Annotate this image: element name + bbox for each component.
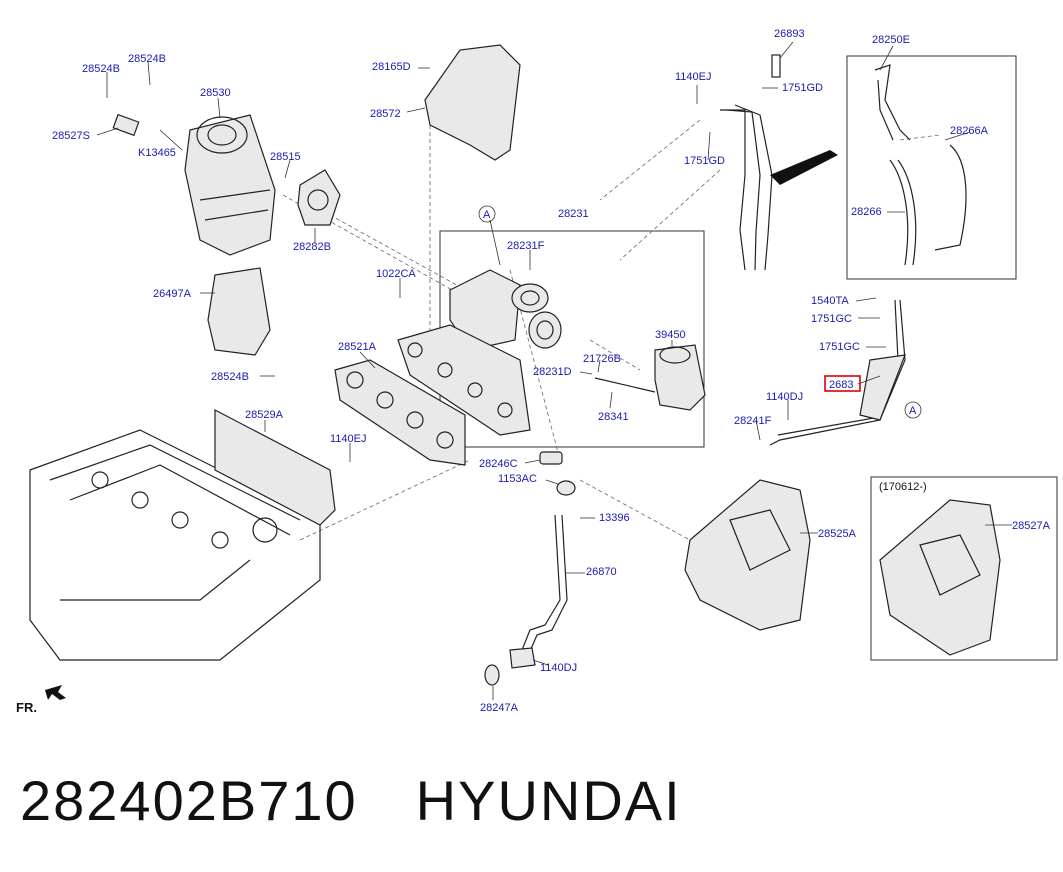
hose-group-frame [846, 55, 1017, 280]
label-1751gc: 1751GC [819, 341, 860, 353]
highlight-box-2683 [824, 375, 861, 392]
label-28524b: 28524B [211, 371, 249, 383]
label-28165d: 28165D [372, 61, 411, 73]
label-28282b: 28282B [293, 241, 331, 253]
label-1140ej: 1140EJ [675, 71, 712, 83]
label-28527a: 28527A [1012, 520, 1051, 532]
heat-shield-28525a [684, 479, 811, 631]
exhaust-turbo-parts-diagram: 28524B 28524B 28530 28527S K13465 28515 … [16, 28, 1058, 715]
coolant-pipe-upper [720, 104, 773, 271]
label-1751gd: 1751GD [684, 155, 725, 167]
assembly-guide-lines [282, 119, 941, 541]
label-28231: 28231 [558, 208, 589, 220]
label-28231d: 28231D [533, 366, 572, 378]
label-28250e: 28250E [872, 34, 910, 46]
label-28266a: 28266A [950, 125, 989, 137]
hose-28266a [934, 144, 967, 251]
gasket-1153ac [556, 480, 576, 496]
bracket-28527s [112, 113, 140, 137]
label-28524b: 28524B [128, 53, 166, 65]
turbocharger [449, 269, 562, 351]
leader-lines [96, 41, 1012, 700]
label-28527s: 28527S [52, 130, 90, 142]
label-26893: 26893 [774, 28, 805, 40]
label-1153ac: 1153AC [498, 473, 537, 485]
label-39450: 39450 [655, 329, 686, 341]
flange-28246c [539, 451, 563, 465]
label-28266: 28266 [851, 206, 882, 218]
front-arrow-icon [45, 685, 66, 700]
gasket-28282b [297, 169, 341, 226]
pipe-flange-bottom [509, 647, 536, 669]
label-1140ej: 1140EJ [330, 433, 367, 445]
brand-name: HYUNDAI [415, 768, 682, 832]
label-1140dj: 1140DJ [540, 662, 577, 674]
label-28246c: 28246C [479, 458, 518, 470]
label-1751gc: 1751GC [811, 313, 852, 325]
label-k13465: K13465 [138, 147, 176, 159]
oil-pipe-26870 [519, 514, 568, 659]
label-1540ta: 1540TA [811, 295, 849, 307]
heat-shield-variant-frame [870, 476, 1058, 661]
label-28524b: 28524B [82, 63, 120, 75]
engine-block-sketch [29, 429, 321, 661]
label-a: A [909, 405, 917, 417]
actuator-39450 [654, 344, 706, 411]
label-26870: 26870 [586, 566, 617, 578]
callout-circle-a-right [904, 401, 922, 419]
label-28530: 28530 [200, 87, 231, 99]
actuator-rod [594, 377, 656, 393]
heat-shield-28529a [214, 409, 336, 526]
label-28572: 28572 [370, 108, 401, 120]
label-1022ca: 1022CA [376, 268, 416, 280]
hose-28266 [889, 159, 917, 266]
pipe-28250e [874, 64, 911, 141]
label-21726b: 21726B [583, 353, 621, 365]
heat-shield-28572 [424, 44, 521, 161]
label-28521a: 28521A [338, 341, 377, 353]
exhaust-manifold [397, 324, 531, 436]
label-28241f: 28241F [734, 415, 772, 427]
label-13396: 13396 [599, 512, 630, 524]
label-28515: 28515 [270, 151, 301, 163]
label-1751gd: 1751GD [782, 82, 823, 94]
label-date-variant: (170612-) [879, 481, 927, 493]
manifold-gasket-28521a [334, 359, 466, 466]
label-28247a: 28247A [480, 702, 519, 714]
label-a: A [483, 209, 491, 221]
caption: 282402B710 HYUNDAI [20, 760, 682, 840]
heat-shield-28527a [879, 499, 1001, 656]
label-28341: 28341 [598, 411, 629, 423]
part-number: 282402B710 [20, 768, 358, 832]
label-2683: 2683 [829, 379, 853, 391]
front-label: FR. [16, 700, 37, 715]
label-26497a: 26497A [153, 288, 192, 300]
label-28525a: 28525A [818, 528, 857, 540]
label-1140dj: 1140DJ [766, 391, 803, 403]
label-28231f: 28231F [507, 240, 545, 252]
heat-protector-26497a [207, 267, 271, 356]
detail-arrow [770, 150, 838, 185]
catalytic-converter [184, 114, 276, 256]
gasket-28247a [484, 664, 500, 686]
callout-circle-a-top [478, 205, 496, 223]
label-28529a: 28529A [245, 409, 284, 421]
